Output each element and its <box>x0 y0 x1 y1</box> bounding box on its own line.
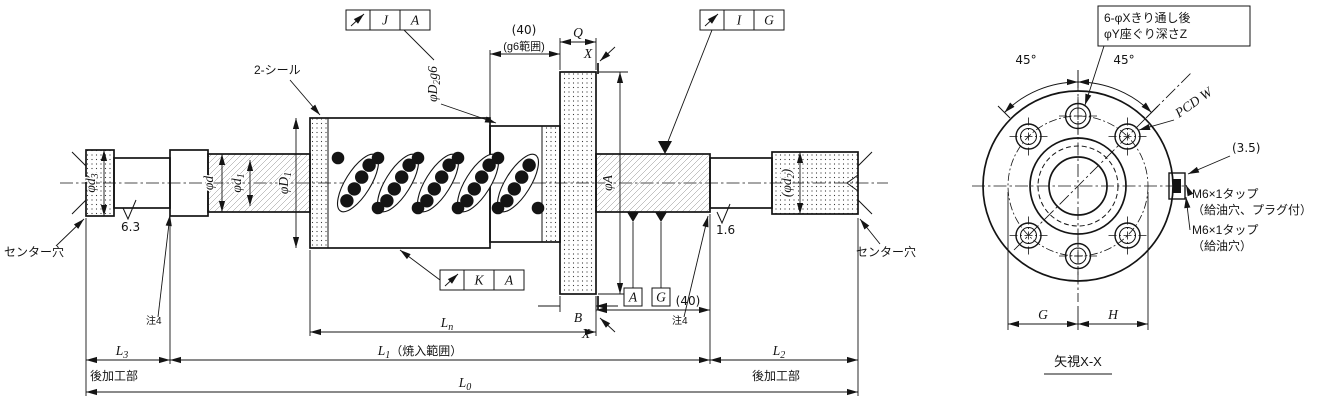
dim-l0: L0 <box>458 375 472 393</box>
dim-l3: L3 <box>115 343 129 361</box>
bolt-holes <box>1009 97 1147 275</box>
tap-oil-line1: M6×1タップ <box>1192 223 1258 237</box>
dim-b: B <box>574 310 582 325</box>
seal-right <box>541 125 561 243</box>
centerlines <box>972 71 1193 302</box>
dim-phi-D2g6: φD2g6 <box>425 66 443 102</box>
frame-ja-tol: J <box>382 13 389 28</box>
frame-ka-datum: A <box>504 273 514 288</box>
offset-3-5: (3.5) <box>1232 141 1260 155</box>
pilot-dimensions: (40) (g6範囲) Q <box>489 23 597 124</box>
oil-hole-boss <box>1168 172 1186 200</box>
ball-nut <box>309 71 597 295</box>
frame-ka-tol: K <box>473 273 484 288</box>
holes-note-line1: 6-φXきり通し後 <box>1104 11 1190 25</box>
datum-targets: A G <box>623 212 671 307</box>
dim-phi-d3: φd3 <box>83 173 101 192</box>
datum-g: G <box>656 290 666 305</box>
dim-40-right: (40) <box>676 294 701 308</box>
dim-q: Q <box>573 25 583 40</box>
post-machined-right: 後加工部 <box>752 368 800 383</box>
finish-icon <box>716 203 731 225</box>
center-chamfer-lines <box>71 151 873 215</box>
datum-frame-ja: J A <box>345 9 435 61</box>
datum-frame-ka: K A <box>399 249 525 291</box>
runout-icon <box>350 13 365 27</box>
dim-h: H <box>1107 307 1119 322</box>
label-seals: 2-シール <box>254 63 301 77</box>
angle-dimensions: 45° 45° <box>997 53 1159 119</box>
post-machined-left: 後加工部 <box>90 368 138 383</box>
end-view: 45° 45° 6-φXきり通し後 φY座ぐり深さZ PCD W (3.5) M… <box>972 5 1312 375</box>
runout-icon <box>704 13 719 27</box>
finish-icon <box>122 199 137 221</box>
tap-plug-line1: M6×1タップ <box>1192 187 1258 201</box>
note4-left: 注4 <box>146 314 162 327</box>
center-hole-left: センター穴 <box>4 244 64 259</box>
view-title: 矢視X-X <box>1054 354 1102 369</box>
tap-plug-line2: （給油穴、プラグ付） <box>1192 202 1312 217</box>
dim-phi-d2-ref: (φd2) <box>779 168 797 197</box>
bolt-hole-note: 6-φXきり通し後 φY座ぐり深さZ <box>1084 5 1251 106</box>
bore <box>1048 156 1108 216</box>
dim-phi-d: φd <box>201 176 216 190</box>
dim-40-pilot: (40) <box>512 23 537 37</box>
dim-g6-range: (g6範囲) <box>503 39 545 53</box>
dim-phi-d1: φd1 <box>229 173 247 192</box>
datum-frame-ig: I G <box>658 9 785 154</box>
runout-icon <box>444 273 459 287</box>
surface-finish: 6.3 1.6 <box>121 199 735 237</box>
angle-right: 45° <box>1113 53 1134 67</box>
gh-dimensions: G H <box>1007 192 1149 330</box>
center-hole-marks <box>85 174 859 192</box>
side-view: 2-シール φd3 φd φd1 φD1 φD2g6 φA (φd2) J <box>4 9 916 396</box>
finish-rough: 6.3 <box>121 220 140 234</box>
diameter-dimensions: φd3 φd φd1 φD1 φD2g6 φA (φd2) <box>82 64 804 295</box>
balls <box>331 151 545 215</box>
dim-g: G <box>1038 307 1048 322</box>
holes-note-line2: φY座ぐり深さZ <box>1104 26 1187 41</box>
note4-right: 注4 <box>672 314 688 327</box>
finish-fine: 1.6 <box>716 223 735 237</box>
dim-l2: L2 <box>772 343 786 361</box>
dim-phi-A: φA <box>600 174 615 190</box>
section-x-top: X <box>583 46 593 61</box>
frame-ja-datum: A <box>410 13 420 28</box>
dim-ln: Ln <box>440 315 454 333</box>
section-x-bottom: X <box>581 326 591 341</box>
tap-oil-line2: （給油穴） <box>1192 238 1252 253</box>
center-hole-right: センター穴 <box>856 244 916 259</box>
length-dimensions: B (40) Ln L3 L1（焼入範囲） L2 L0 後加工部 後加工部 <box>85 214 859 396</box>
frame-ig-tol: I <box>736 13 743 28</box>
dim-l1: L1（焼入範囲） <box>377 343 463 361</box>
angle-left: 45° <box>1015 53 1036 67</box>
dim-phi-D1: φD1 <box>276 172 294 194</box>
seal-left <box>309 117 329 249</box>
datum-a: A <box>628 290 638 305</box>
pcd-label: PCD W <box>1171 83 1216 121</box>
frame-ig-datum: G <box>764 13 774 28</box>
flange <box>559 71 597 295</box>
